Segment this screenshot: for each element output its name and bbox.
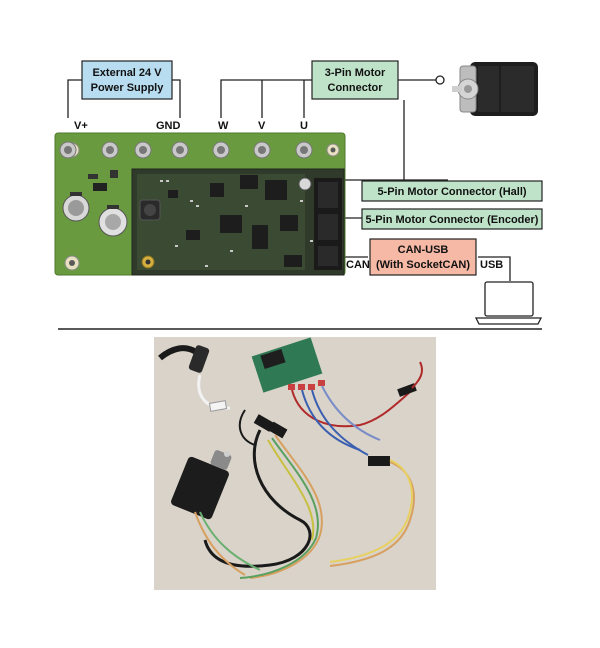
laptop-icon (474, 281, 543, 325)
power-supply-line1: External 24 V (92, 67, 162, 79)
motor-connector-line2: Connector (328, 82, 384, 94)
encoder-connector-label: 5-Pin Motor Connector (Encoder) (366, 214, 539, 226)
terminal-row (59, 141, 313, 159)
usb-label: USB (480, 259, 503, 271)
pin-label-w: W (218, 120, 229, 132)
hall-connector-box: 5-Pin Motor Connector (Hall) (361, 180, 543, 202)
power-supply-line2: Power Supply (91, 82, 165, 94)
pin-label-vplus: V+ (74, 120, 88, 132)
wiring-photo (154, 337, 436, 590)
can-usb-box: CAN-USB (With SocketCAN) (369, 238, 477, 276)
pcb-board-photo (54, 132, 346, 276)
pin-label-v: V (258, 120, 266, 132)
pin-label-u: U (300, 120, 308, 132)
can-usb-line1: CAN-USB (398, 244, 449, 256)
pin-label-gnd: GND (156, 120, 181, 132)
hall-connector-label: 5-Pin Motor Connector (Hall) (377, 186, 526, 198)
can-port-label: CAN (346, 259, 370, 271)
stepper-motor-icon (452, 62, 538, 116)
can-usb-line2: (With SocketCAN) (376, 259, 470, 271)
capacitors (62, 192, 128, 237)
motor-connection-node (435, 75, 445, 85)
power-supply-box: External 24 V Power Supply (81, 60, 173, 100)
encoder-connector-box: 5-Pin Motor Connector (Encoder) (361, 208, 543, 230)
motor-connector-box: 3-Pin Motor Connector (311, 60, 399, 100)
motor-connector-line1: 3-Pin Motor (325, 67, 386, 79)
